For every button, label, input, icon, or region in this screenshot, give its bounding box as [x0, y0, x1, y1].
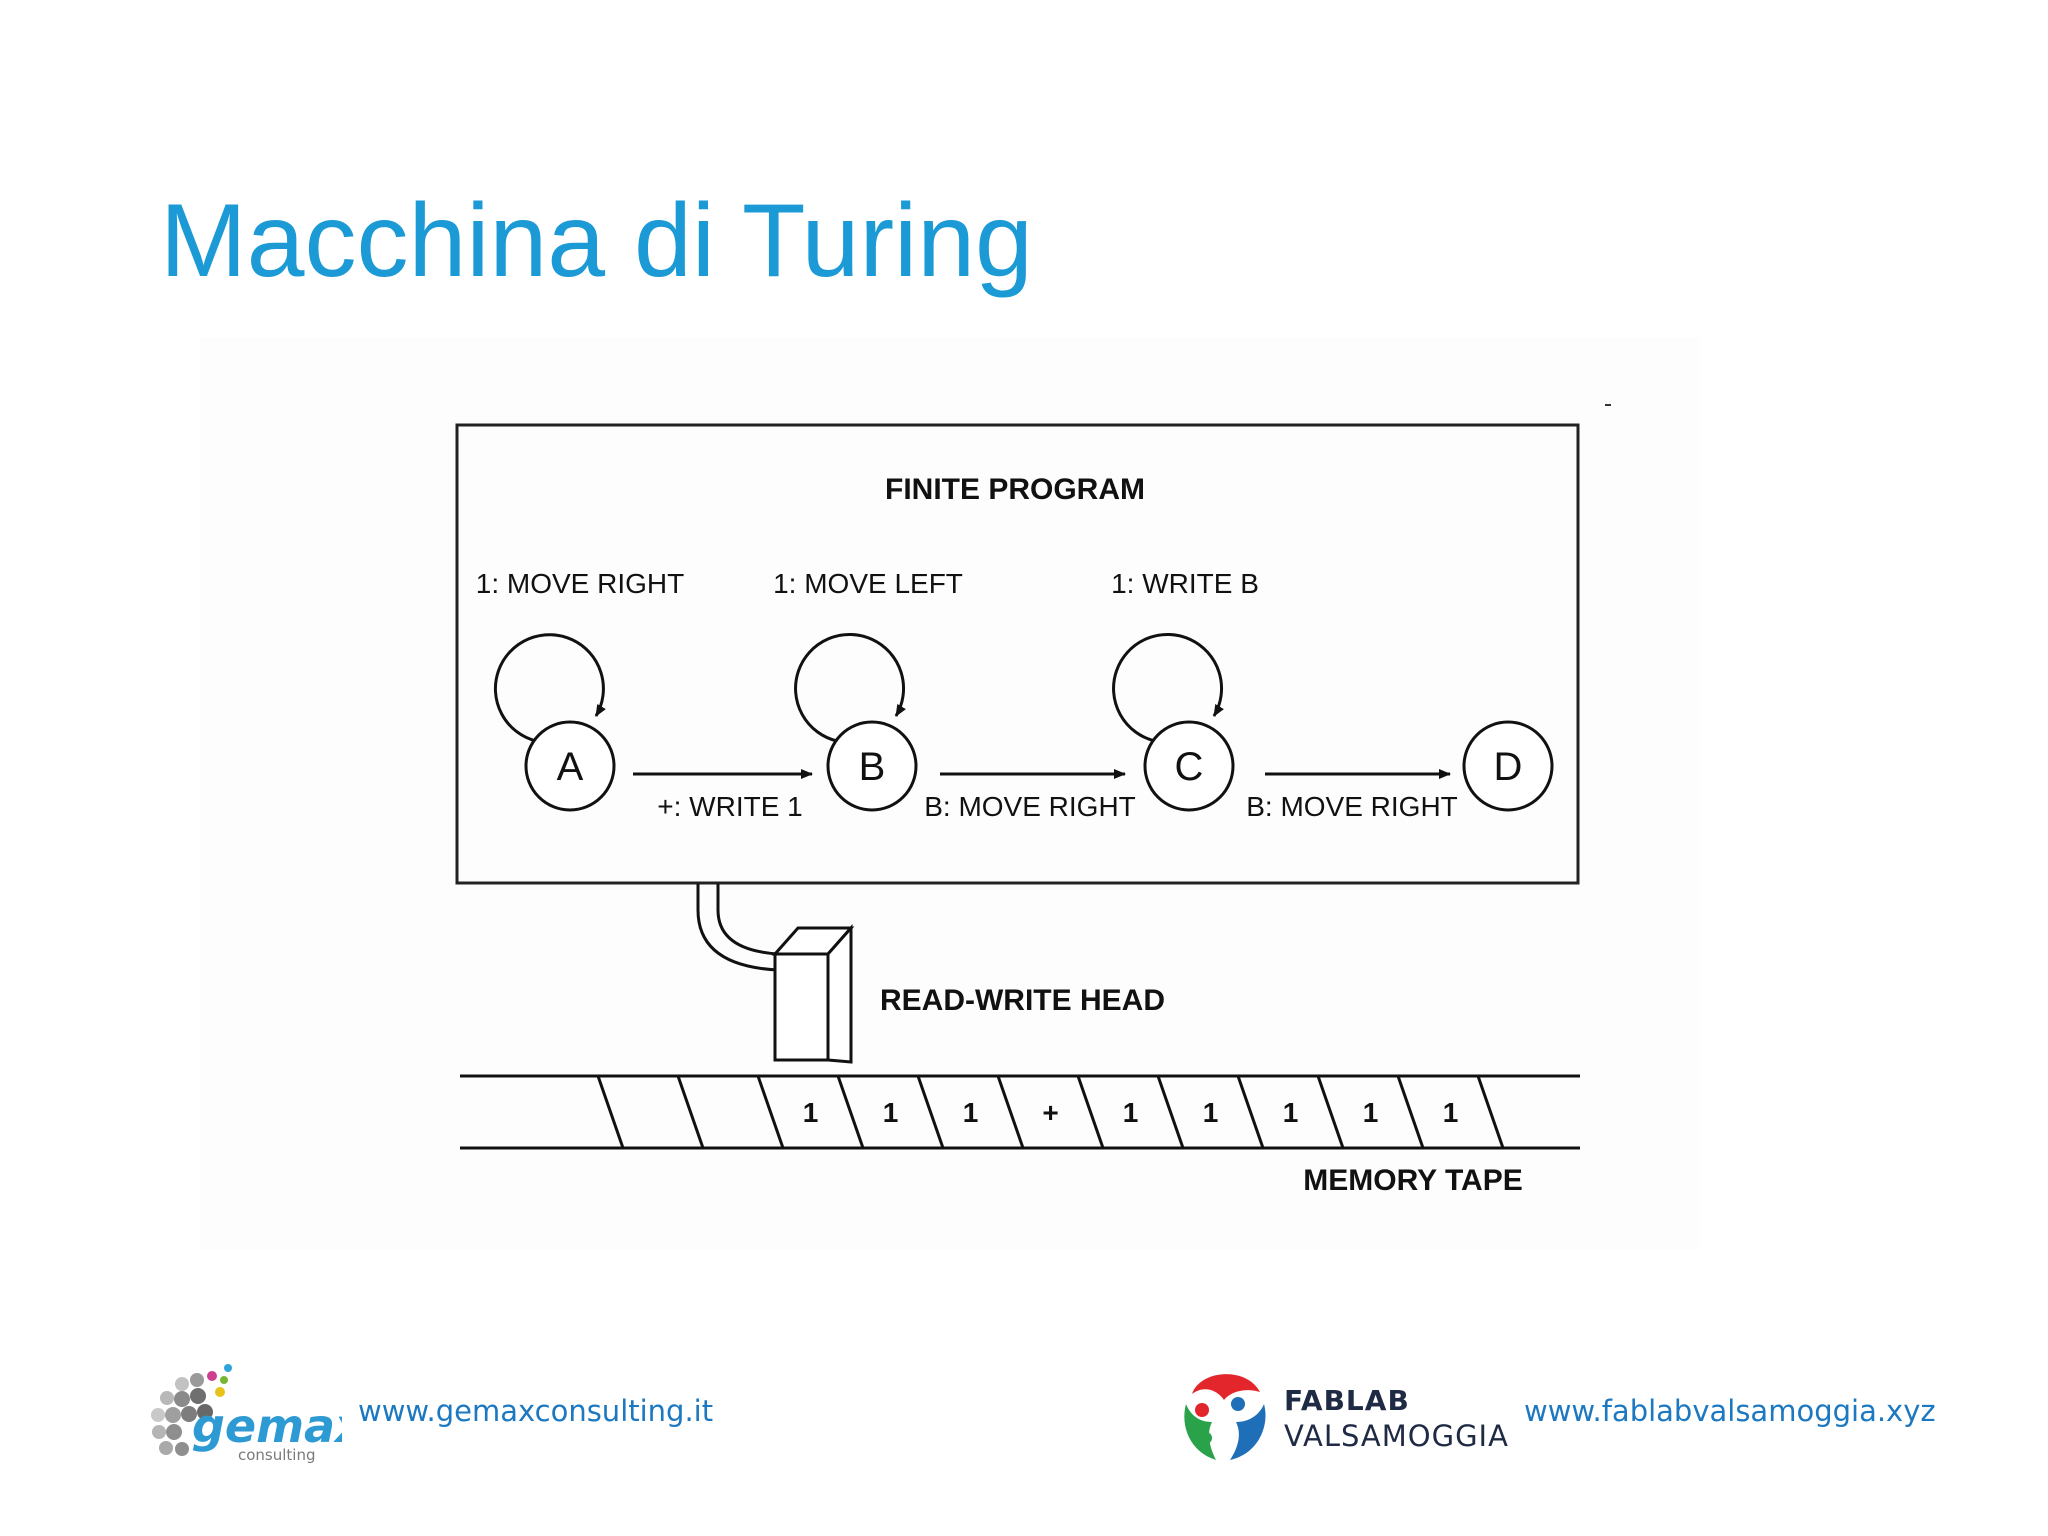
- tape-separator: [1316, 1075, 1345, 1149]
- fablab-logo-green: [1184, 1404, 1216, 1460]
- tape-separator: [596, 1075, 625, 1149]
- tape-separator: [1236, 1075, 1265, 1149]
- fablab-name: FABLAB VALSAMOGGIA: [1284, 1384, 1509, 1454]
- tape-label: MEMORY TAPE: [1303, 1164, 1522, 1197]
- tape-symbol: 1: [963, 1097, 979, 1128]
- fablab-website-link[interactable]: www.fablabvalsamoggia.xyz: [1524, 1394, 1936, 1428]
- tape-separator: [996, 1075, 1025, 1149]
- tape-separator: [1156, 1075, 1185, 1149]
- loop-label-a: 1: MOVE RIGHT: [476, 568, 684, 599]
- tape-symbol: 1: [1283, 1097, 1299, 1128]
- self-loop-a: [493, 633, 606, 743]
- tape-symbol: 1: [883, 1097, 899, 1128]
- program-title: FINITE PROGRAM: [885, 473, 1145, 506]
- tape-separator: [756, 1075, 785, 1149]
- head-cable: [696, 884, 779, 972]
- tape-symbol: 1: [1203, 1097, 1219, 1128]
- tape-symbol: 1: [1123, 1097, 1139, 1128]
- state-d-circle: [1462, 720, 1554, 812]
- tape-separator: [1476, 1075, 1505, 1149]
- self-loop-b: [794, 632, 906, 743]
- tape-separator: [1076, 1075, 1105, 1149]
- gemax-logo-text: gemax: [192, 1399, 342, 1453]
- turing-machine-diagram: FINITE PROGRAM 1: MOVE RIGHT 1: MOVE LEF…: [455, 404, 1611, 1197]
- tape-separator: [676, 1075, 705, 1149]
- transition-b-c-label: B: MOVE RIGHT: [924, 791, 1136, 822]
- turing-machine-figure: FINITE PROGRAM 1: MOVE RIGHT 1: MOVE LEF…: [200, 338, 1700, 1250]
- tape-separator: [836, 1075, 865, 1149]
- state-b: B: [859, 745, 886, 789]
- tape-cells: 1 1 1 +1 1 1 1 1: [596, 1075, 1505, 1149]
- head-label: READ-WRITE HEAD: [880, 984, 1165, 1017]
- loop-label-c: 1: WRITE B: [1111, 568, 1259, 599]
- loop-label-b: 1: MOVE LEFT: [773, 568, 963, 599]
- finite-program-box: [455, 423, 1580, 885]
- state-d: D: [1494, 745, 1523, 789]
- transition-c-d-label: B: MOVE RIGHT: [1246, 791, 1458, 822]
- self-loop-c: [1112, 632, 1224, 743]
- fablab-logo-red: [1192, 1374, 1260, 1400]
- fablab-name-line1: FABLAB: [1284, 1384, 1410, 1417]
- tape-symbol: +: [1042, 1097, 1058, 1128]
- state-c: C: [1175, 745, 1204, 789]
- tape-symbol: 1: [1363, 1097, 1379, 1128]
- gemax-logo-sub: consulting: [238, 1446, 316, 1464]
- state-a-circle: [524, 720, 616, 812]
- gemax-logo-dots: [151, 1364, 232, 1456]
- fablab-name-line2: VALSAMOGGIA: [1284, 1419, 1509, 1453]
- state-c-circle: [1143, 720, 1235, 812]
- gemax-logo: gemax consulting: [151, 1364, 342, 1464]
- tape-symbol: 1: [803, 1097, 819, 1128]
- read-write-head: [771, 924, 855, 1064]
- fablab-logo: [1184, 1374, 1266, 1460]
- tape-symbol: 1: [1443, 1097, 1459, 1128]
- transition-a-b-label: +: WRITE 1: [657, 791, 802, 822]
- tape-separator: [916, 1075, 945, 1149]
- slide-title: Macchina di Turing: [160, 183, 1033, 299]
- fablab-logo-blue: [1230, 1404, 1266, 1460]
- state-a: A: [557, 745, 584, 789]
- gemax-website-link[interactable]: www.gemaxconsulting.it: [358, 1394, 714, 1428]
- state-b-circle: [826, 720, 918, 812]
- tape-separator: [1396, 1075, 1425, 1149]
